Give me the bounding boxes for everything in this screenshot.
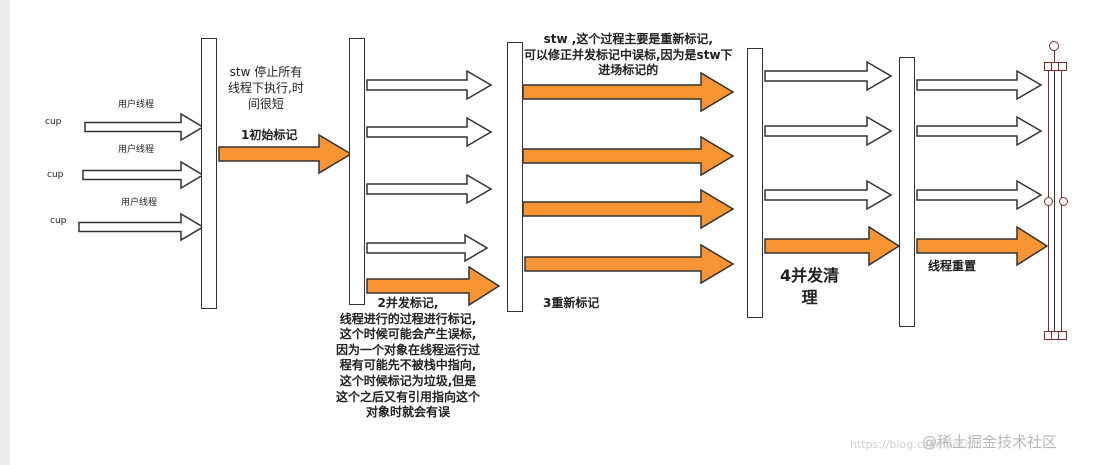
reset-arrow-2 [916,115,1043,147]
reset-orange-arrow [916,225,1049,267]
user-thread-label-1: 用户线程 [118,100,155,110]
cpu-label-2: cup [47,170,64,180]
concurrent-orange-arrow [366,265,501,307]
watermark: @稀土掘金技术社区 [922,433,1058,451]
bar-phase-3 [507,42,523,312]
cpu-arrow-1 [84,112,205,142]
cpu-label-1: cup [45,117,62,127]
cpu-arrow-2 [82,160,205,190]
stw-pause-note: stw 停止所有 线程下执行,时 间很短 [228,65,304,112]
cpu-arrow-3 [78,212,205,242]
remark-arrow-4 [524,243,735,285]
resize-handle-br[interactable] [1058,331,1067,340]
bar-phase-2 [349,38,365,305]
remark-arrow-3 [522,188,735,230]
remark-arrow-1 [522,71,735,113]
phase-3-note: stw ,这个过程主要是重新标记, 可以修正并发标记中误标,因为是stw下 进场… [524,32,733,78]
concurrent-arrow-4 [366,233,489,263]
concurrent-arrow-3 [366,173,493,205]
bar-phase-4 [747,48,763,318]
sweep-arrow-3 [764,179,893,211]
user-thread-label-2: 用户线程 [118,145,155,155]
phase-1-label: 1初始标记 [241,128,298,142]
concurrent-arrow-2 [366,116,493,148]
reset-arrow-3 [916,179,1043,211]
user-thread-label-3: 用户线程 [121,198,158,208]
sweep-arrow-1 [764,60,893,92]
final-bar-inner-line [1054,65,1055,335]
sweep-arrow-2 [764,115,893,147]
cpu-label-3: cup [50,216,67,226]
resize-handle-ml[interactable] [1044,197,1053,206]
sweep-orange-arrow [764,225,901,267]
phase-5-label: 线程重置 [928,259,977,273]
initial-mark-arrow [218,133,353,175]
bar-phase-1 [201,38,217,309]
phase-3-label: 3重新标记 [543,296,600,310]
remark-arrow-2 [522,135,735,177]
bar-phase-5 [899,57,915,327]
reset-arrow-1 [916,69,1043,101]
resize-handle-mr[interactable] [1059,197,1068,206]
rotate-handle-stem [1054,50,1055,64]
left-edge-strip [0,0,10,465]
phase-4-label: 4并发清 理 [780,266,840,307]
phase-2-note: 2并发标记, 线程进行的过程进行标记, 这个时候可能会产生误标, 因为一个对象在… [336,296,481,420]
watermark-url: https://blog.csdn.net/... [850,438,979,451]
resize-handle-tr[interactable] [1058,62,1067,71]
concurrent-arrow-1 [366,69,493,101]
